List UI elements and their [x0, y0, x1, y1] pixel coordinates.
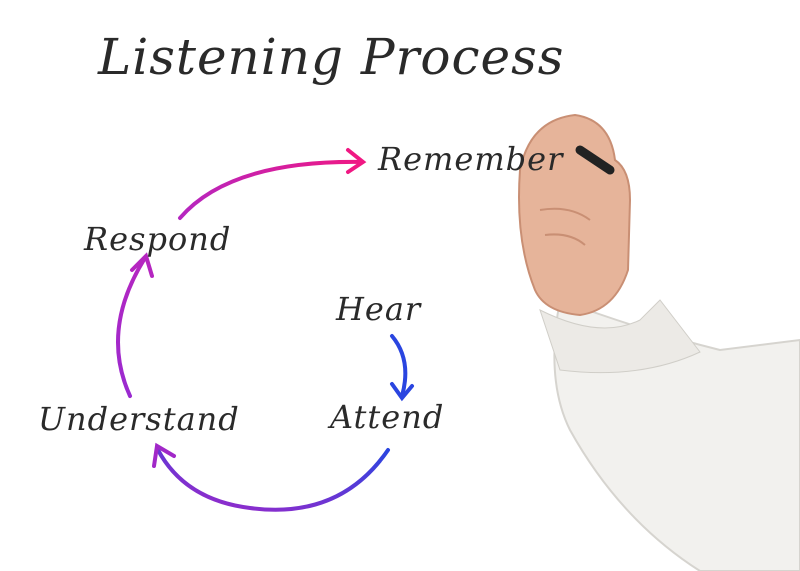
arrowhead-remember: [346, 148, 367, 174]
arrowhead-understand: [152, 442, 176, 468]
hand-with-marker-illustration: [518, 113, 800, 571]
arrow-respond-to-remember: [178, 159, 364, 220]
stage-respond: Respond: [84, 220, 232, 258]
diagram-title: Listening Process: [98, 28, 565, 86]
arrow-hear-to-attend: [390, 334, 408, 398]
arrow-attend-to-understand: [156, 448, 390, 512]
stage-attend: Attend: [330, 398, 445, 436]
stage-understand: Understand: [38, 400, 240, 438]
arrow-understand-to-respond: [116, 256, 147, 398]
stage-hear: Hear: [336, 290, 422, 328]
stage-remember: Remember: [378, 140, 564, 178]
arrowhead-respond: [130, 252, 154, 278]
arrowhead-attend: [390, 382, 414, 402]
